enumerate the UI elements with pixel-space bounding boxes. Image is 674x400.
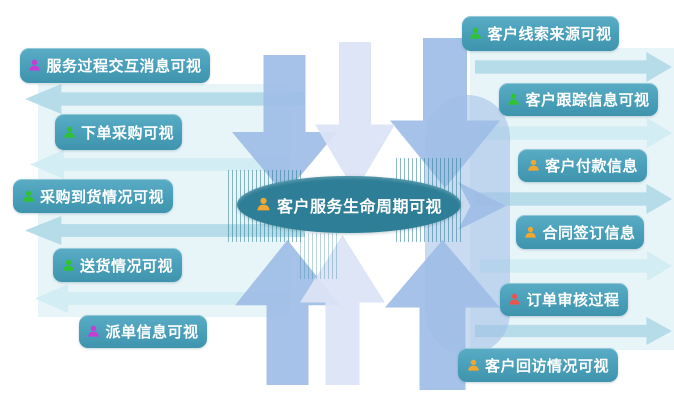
person-icon <box>257 197 270 211</box>
diagram-node-order-purchase: 下单采购可视 <box>55 114 182 150</box>
person-icon <box>525 226 537 238</box>
up-arrow-icon <box>300 235 385 385</box>
right-block-arrow-icon <box>475 184 672 214</box>
up-arrow-icon <box>235 240 340 385</box>
diagram-node-delivery-status: 送货情况可视 <box>53 248 182 282</box>
person-icon <box>64 126 75 138</box>
node-label: 服务过程交互消息可视 <box>46 58 202 75</box>
down-arrow-icon <box>232 55 337 195</box>
diagram-node-contract-info: 合同签订信息 <box>516 215 644 249</box>
node-label: 采购到货情况可视 <box>39 188 164 206</box>
right-block-arrow-icon <box>475 52 672 82</box>
center-node-label: 客户服务生命周期可视 <box>276 198 442 216</box>
blue-band-decoration <box>425 95 510 355</box>
diagram-node-customer-followup: 客户回访情况可视 <box>458 348 618 382</box>
node-label: 派单信息可视 <box>105 324 199 341</box>
chevron-right-icon <box>458 182 506 230</box>
down-arrow-icon <box>315 42 395 192</box>
person-icon <box>508 93 520 105</box>
diagram-node-purchase-arrival: 采购到货情况可视 <box>13 179 173 213</box>
right-block-arrow-icon <box>480 118 672 148</box>
left-block-arrow-icon <box>25 84 305 114</box>
person-icon <box>470 27 482 39</box>
left-block-arrow-icon <box>30 150 290 179</box>
right-block-arrow-icon <box>475 317 672 345</box>
right-block-arrow-icon <box>480 251 672 281</box>
down-arrow-icon <box>390 38 500 188</box>
diagram-node-order-review: 订单审核过程 <box>500 283 628 316</box>
person-icon <box>23 190 34 202</box>
node-label: 客户付款信息 <box>544 158 638 175</box>
node-label: 客户回访情况可视 <box>484 357 609 375</box>
stripe-decoration <box>300 233 338 279</box>
person-icon <box>63 259 74 271</box>
node-label: 送货情况可视 <box>79 257 173 275</box>
node-label: 合同签订信息 <box>542 224 636 242</box>
node-label: 客户跟踪信息可视 <box>525 92 650 109</box>
person-icon <box>528 159 539 171</box>
node-label: 订单审核过程 <box>526 292 620 309</box>
person-icon <box>29 59 41 71</box>
person-icon <box>88 325 100 337</box>
person-icon <box>509 293 521 305</box>
diagram-node-payment-info: 客户付款信息 <box>518 149 647 182</box>
center-node-lifecycle: 客户服务生命周期可视 <box>237 176 461 233</box>
node-label: 客户线索来源可视 <box>487 26 612 43</box>
person-icon <box>468 359 479 371</box>
left-block-arrow-icon <box>35 284 290 313</box>
diagram-node-service-interaction: 服务过程交互消息可视 <box>20 48 210 83</box>
node-label: 下单采购可视 <box>80 124 174 142</box>
diagram-node-dispatch-info: 派单信息可视 <box>79 315 207 348</box>
diagram-node-lead-source: 客户线索来源可视 <box>462 16 619 51</box>
diagram-node-tracking-info: 客户跟踪信息可视 <box>499 83 658 116</box>
